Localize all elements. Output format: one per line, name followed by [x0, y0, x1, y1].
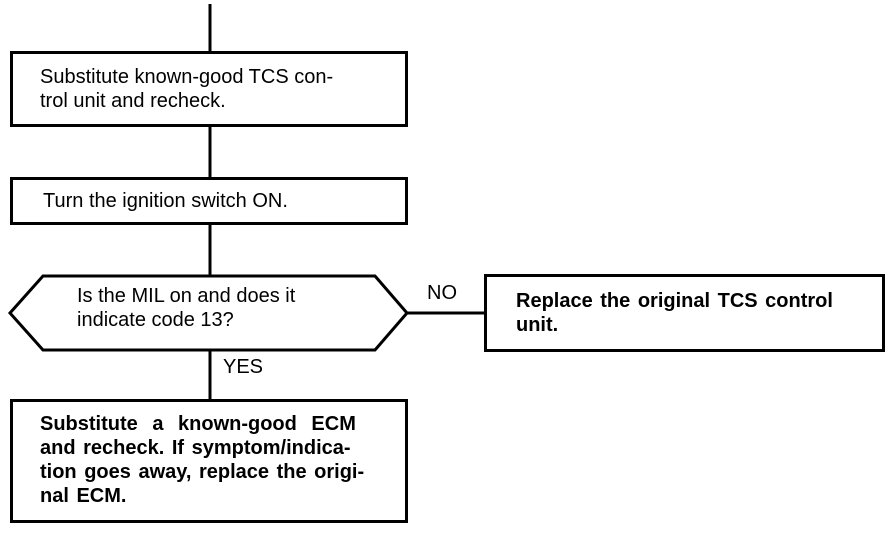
text-line: Substitute known-good TCS con-	[40, 66, 334, 88]
branch-label-yes: YES	[223, 356, 264, 378]
text-line: unit.	[516, 314, 559, 336]
node-substitute-tcs: Substitute known-good TCS con- trol unit…	[10, 51, 408, 127]
node-ignition-on: Turn the ignition switch ON.	[10, 177, 408, 225]
text-line: Is the MIL on and does it	[77, 285, 296, 307]
text-line: nal ECM.	[40, 485, 127, 507]
text-line: tion goes away, replace the origi-	[40, 461, 365, 483]
text-line: and recheck. If symptom/indica-	[40, 437, 351, 459]
text-line: Replace the original TCS control	[516, 290, 833, 312]
node-substitute-ecm: Substitute a known-good ECM and recheck.…	[10, 399, 408, 523]
text-line: indicate code 13?	[77, 309, 234, 331]
text-line: Turn the ignition switch ON.	[43, 190, 288, 212]
node-mil-decision-text: Is the MIL on and does it indicate code …	[77, 284, 295, 332]
decision-hexagon	[7, 274, 409, 352]
node-replace-tcs: Replace the original TCS control unit.	[484, 274, 885, 352]
text-line: Substitute a known-good ECM	[40, 413, 356, 435]
text-line: trol unit and recheck.	[40, 90, 226, 112]
branch-label-no: NO	[427, 282, 457, 304]
